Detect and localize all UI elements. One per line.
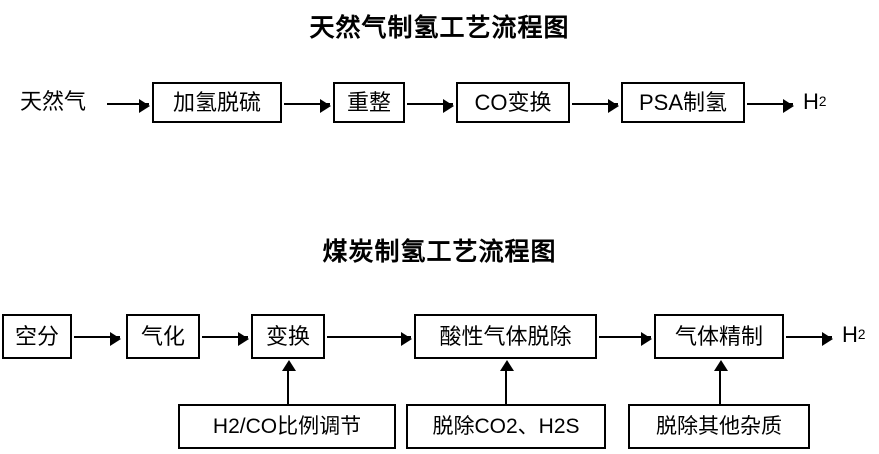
arrow-gasification-to-shift bbox=[202, 331, 249, 346]
box-acid-gas-removal[interactable]: 酸性气体脱除 bbox=[414, 314, 597, 359]
box-gasification[interactable]: 气化 bbox=[126, 314, 200, 359]
box-h2co-ratio-adjustment[interactable]: H2/CO比例调节 bbox=[178, 404, 396, 449]
box-shift-conversion[interactable]: 变换 bbox=[251, 314, 325, 359]
arrow-hydrodesulfurization-to-reforming bbox=[284, 98, 331, 113]
box-gas-purification[interactable]: 气体精制 bbox=[654, 314, 784, 359]
box-co-shift[interactable]: CO变换 bbox=[456, 82, 570, 123]
arrow-other-impurities-to-gas-purification bbox=[713, 360, 728, 404]
arrow-air-separation-to-gasification bbox=[74, 331, 121, 346]
arrow-co2-h2s-removal-to-acid-gas-removal bbox=[499, 360, 514, 404]
box-co2-h2s-removal[interactable]: 脱除CO2、H2S bbox=[406, 404, 606, 449]
arrow-shift-to-acid-gas-removal bbox=[327, 331, 412, 346]
diagram-1-output-subscript: 2 bbox=[818, 94, 827, 110]
diagram-2-output-subscript: 2 bbox=[857, 327, 866, 343]
diagram-1-output-symbol: H bbox=[803, 89, 819, 114]
arrow-acid-gas-removal-to-gas-purification bbox=[599, 331, 652, 346]
box-psa-hydrogen[interactable]: PSA制氢 bbox=[621, 82, 745, 123]
box-hydrodesulfurization[interactable]: 加氢脱硫 bbox=[152, 82, 282, 123]
diagram-1-input-label: 天然气 bbox=[20, 89, 87, 114]
box-reforming[interactable]: 重整 bbox=[333, 82, 405, 123]
arrow-reforming-to-co-shift bbox=[407, 98, 454, 113]
arrow-gas-purification-to-output bbox=[786, 331, 833, 346]
arrow-input-to-hydrodesulfurization bbox=[107, 98, 150, 113]
box-air-separation[interactable]: 空分 bbox=[2, 314, 72, 359]
diagram-2-output-symbol: H bbox=[842, 322, 858, 347]
diagram-1-title: 天然气制氢工艺流程图 bbox=[309, 14, 570, 42]
arrow-psa-to-output bbox=[747, 98, 794, 113]
diagram-2-title: 煤炭制氢工艺流程图 bbox=[322, 238, 557, 266]
arrow-h2co-ratio-to-shift bbox=[281, 360, 296, 404]
box-other-impurities-removal[interactable]: 脱除其他杂质 bbox=[628, 404, 810, 449]
arrow-co-shift-to-psa bbox=[572, 98, 619, 113]
